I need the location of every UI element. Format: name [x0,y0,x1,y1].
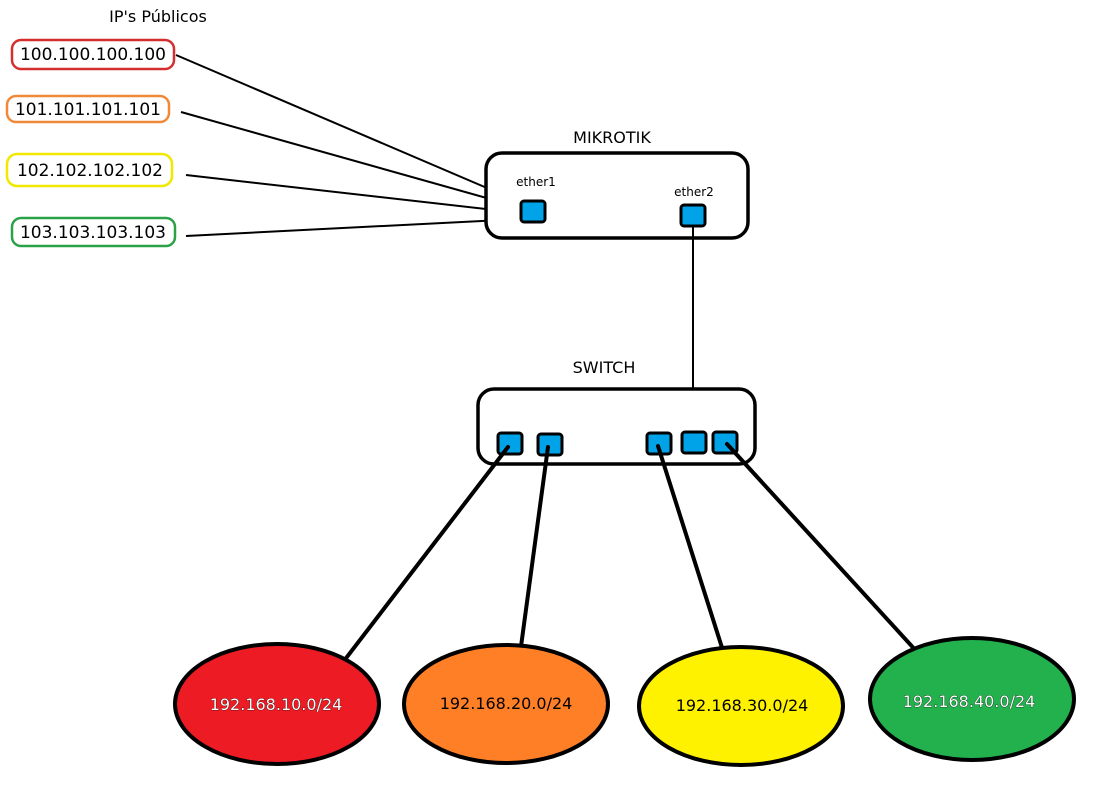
public-ip-box-3: 102.102.102.102 [5,152,174,188]
network-label: 192.168.20.0/24 [440,694,573,713]
ip-box-border-1 [10,38,176,71]
router-name: MIKROTIK [573,128,651,147]
mikrotik-router: MIKROTIK ether1 ether2 [484,128,750,240]
network-label: 192.168.10.0/24 [210,695,343,714]
ip-box-border-4 [10,216,177,248]
public-ip-label: 100.100.100.100 [20,45,166,65]
lan-links [325,442,942,685]
public-ip-box-1: 100.100.100.100 [10,38,176,71]
switch-name: SWITCH [573,358,636,377]
network-ellipse-4 [868,636,1076,762]
switch-port-1 [496,431,524,456]
network-ellipse-2 [402,643,610,765]
network-20: 192.168.20.0/24 [402,643,610,765]
public-ip-label: 101.101.101.101 [15,100,161,120]
switch: SWITCH [476,358,757,466]
ip-box-border-2 [5,94,171,124]
lan-link-1 [325,445,510,685]
public-ip-list: 100.100.100.100 101.101.101.101 102.102.… [5,38,177,248]
lan-link-2 [515,445,550,678]
wan-link-2 [180,111,523,209]
public-ip-label: 103.103.103.103 [20,223,166,243]
lan-link-4 [725,442,942,679]
ip-box-border-3 [5,152,174,188]
wan-link-1 [175,54,523,204]
public-ip-box-2: 101.101.101.101 [5,94,171,124]
wan-link-3 [185,174,522,214]
network-30: 192.168.30.0/24 [637,645,845,767]
network-10: 192.168.10.0/24 [173,642,381,766]
network-ellipse-1 [173,642,381,766]
ether1-label: ether1 [516,175,556,189]
switch-port-2 [536,432,564,457]
lan-link-3 [656,444,733,678]
network-ellipse-3 [637,645,845,767]
ether1-port [519,199,547,224]
network-label: 192.168.40.0/24 [903,692,1036,711]
ether2-port [679,203,707,228]
ether2-label: ether2 [674,185,714,199]
network-label: 192.168.30.0/24 [676,696,809,715]
public-ip-label: 102.102.102.102 [17,161,163,181]
switch-port-4 [680,430,708,455]
public-ips-title: IP's Públicos [109,7,207,26]
wan-link-4 [185,218,522,237]
public-ip-box-4: 103.103.103.103 [10,216,177,248]
wan-links [175,54,523,237]
network-40: 192.168.40.0/24 [868,636,1076,762]
lan-networks: 192.168.10.0/24 192.168.20.0/24 192.168.… [173,636,1076,767]
